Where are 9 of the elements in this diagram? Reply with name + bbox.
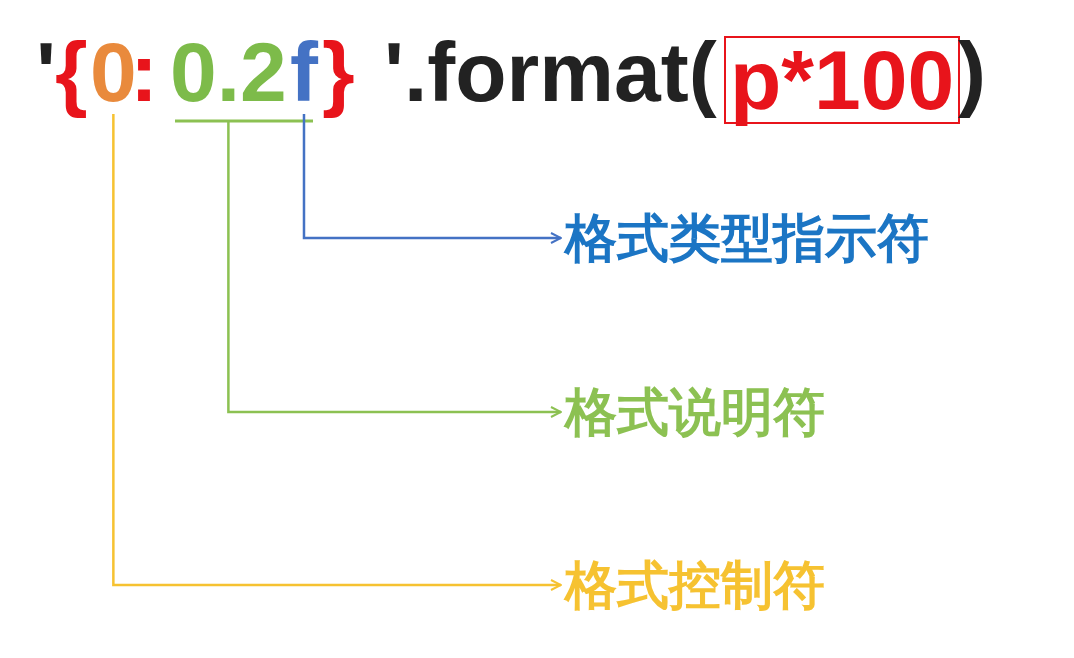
code-text: 0.2 xyxy=(170,30,287,114)
code-text: f xyxy=(290,30,318,114)
code-text: ' xyxy=(36,30,56,114)
leader-arrow xyxy=(302,114,562,244)
leader-arrow xyxy=(227,121,562,418)
leader-arrow xyxy=(112,114,562,591)
label-text: 格式类型指示符 xyxy=(565,208,929,268)
label-text: 格式控制符 xyxy=(565,555,825,615)
label-text: 格式说明符 xyxy=(565,382,825,442)
